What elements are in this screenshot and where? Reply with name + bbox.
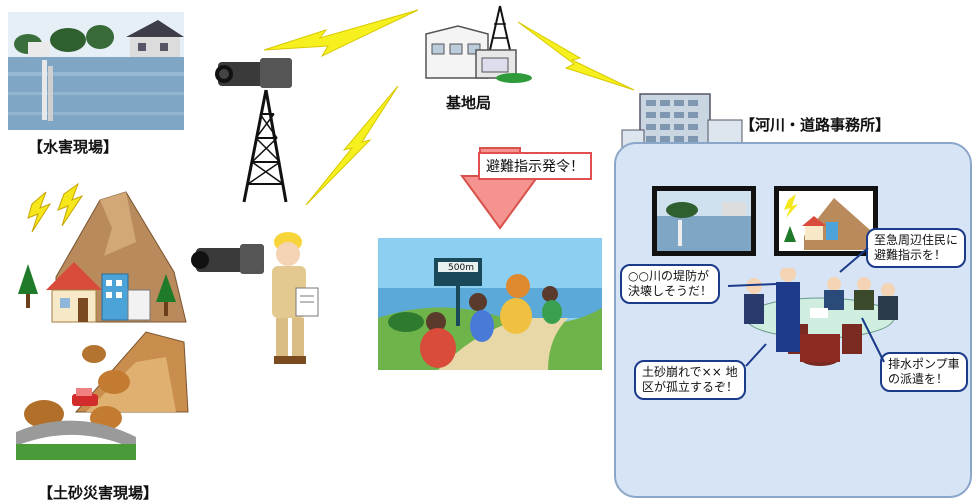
- bubble-levee-line-1: ○○川の堤防が: [628, 269, 709, 283]
- flood-site-label: 【水害現場】: [28, 138, 119, 156]
- base-station-label: 基地局: [446, 94, 492, 112]
- field-worker-with-camera: [191, 232, 319, 364]
- monitor-landslide: [774, 186, 878, 256]
- base-station-building: [425, 5, 532, 83]
- bubble-levee-line-2: 決壊しそうだ！: [628, 284, 713, 298]
- distance-sign-text: 500m: [448, 263, 474, 273]
- bubble-pump-line-2: の派遣を！: [888, 372, 949, 386]
- bubble-landslide-line-2: 区が孤立するぞ！: [642, 380, 739, 394]
- camera-tower: [215, 58, 292, 203]
- flood-site-photo: [8, 12, 184, 130]
- meeting-scene: [744, 268, 898, 366]
- landslide-illustration: [16, 182, 189, 460]
- monitor-flood: [652, 186, 756, 256]
- bubble-pump: 排水ポンプ車 の派遣を！: [880, 352, 968, 392]
- bubble-landslide-line-1: 土砂崩れで×× 地: [642, 365, 738, 379]
- lightning-bolt: [305, 85, 399, 206]
- lightning-bolt: [517, 21, 635, 91]
- lightning-bolt: [263, 9, 419, 58]
- bubble-levee: ○○川の堤防が 決壊しそうだ！: [620, 264, 721, 304]
- bubble-landslide: 土砂崩れで×× 地 区が孤立するぞ！: [634, 360, 747, 400]
- bubble-pump-line-1: 排水ポンプ車: [888, 357, 960, 371]
- evacuation-order-box: 避難指示発令！: [478, 152, 592, 180]
- bubble-residents-line-1: 至急周辺住民に: [874, 233, 959, 247]
- bubble-residents-line-2: 避難指示を！: [874, 248, 947, 262]
- evacuation-scene: 500m: [378, 238, 602, 370]
- office-label: 【河川・道路事務所】: [740, 116, 891, 134]
- evacuation-order-text: 避難指示発令！: [486, 159, 584, 175]
- landslide-site-label: 【土砂災害現場】: [38, 484, 159, 502]
- bubble-residents: 至急周辺住民に 避難指示を！: [866, 228, 967, 268]
